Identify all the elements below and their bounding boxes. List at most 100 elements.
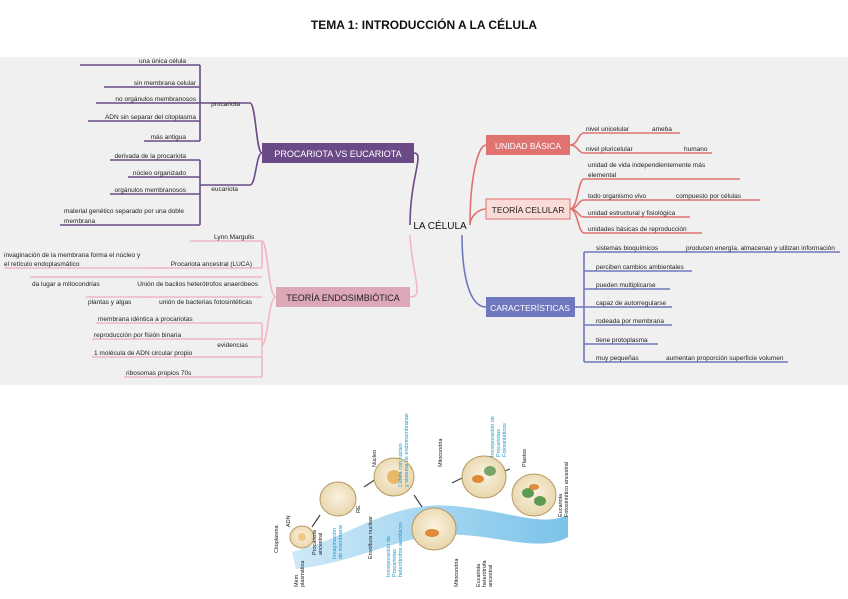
eucariota-foto-label: Eucariota <box>558 493 564 517</box>
mitocondria-bottom-label: Mitocondria <box>454 558 460 587</box>
evidencia-item: ribosomas propios 70s <box>126 370 192 377</box>
evolution-arrow <box>292 505 568 569</box>
unidad-detail: humano <box>684 146 708 153</box>
mitochondria-cell <box>461 455 507 499</box>
adn-label: ADN <box>286 515 292 527</box>
procariota-connectors <box>60 64 419 226</box>
eucariota-branch-label: eucariota <box>211 186 238 193</box>
endosymbiosis-illustration: Citoplasma ADN Mem. plasmática Procariot… <box>274 413 570 587</box>
invagination-cell <box>319 481 357 517</box>
evidencia-item: 1 molécula de ADN circular propio <box>94 350 193 357</box>
fotosintetico-label: Fotosintético ancestral <box>564 462 570 517</box>
procariota-item: una única célula <box>139 58 186 65</box>
mitochondrion-icon <box>425 529 439 537</box>
endosymbiosis-figure: Citoplasma ADN Mem. plasmática Procariot… <box>272 387 576 593</box>
eucariota-item: núcleo organizado <box>133 170 187 177</box>
procariota-ancestral-label-2: ancestral <box>318 533 324 555</box>
procariota-ancestral-label: Procariota <box>312 529 318 555</box>
eucariota-item: membrana <box>64 218 95 225</box>
luca-detail: el retículo endoplasmático <box>4 261 80 268</box>
luca-item: Procariota ancestral (LUCA) <box>171 261 252 268</box>
nucleus-icon <box>387 470 401 484</box>
incorporacion-a-label: Incorporación de <box>386 536 392 577</box>
plastid-icon <box>484 466 496 476</box>
teoria-item: todo organismo vivo <box>588 193 647 200</box>
evidencia-item: reproducción por fisión binaria <box>94 332 181 339</box>
bacilos-item: Unión de bacilos heterótrofos anaeróbeos <box>137 281 258 288</box>
dna-icon <box>298 533 306 541</box>
unidad-basica-label: UNIDAD BÁSICA <box>495 141 561 151</box>
procariota-eucariota-label: PROCARIOTA VS EUCARIOTA <box>274 149 401 159</box>
caracteristica-item: pueden multiplicarse <box>596 282 656 289</box>
incorporacion-b-label: Incorporación de <box>490 416 496 457</box>
sistema-label: y sistema de endomembranas <box>404 413 410 487</box>
evidencia-item: membrana idéntica a procariotas <box>98 316 193 323</box>
heterotrofos-label: heterótrofos aeróbicos <box>398 522 404 577</box>
evidencias-branch-label: evidencias <box>217 342 248 349</box>
photosynthetic-eukaryote-cell <box>511 473 557 517</box>
eucariota-item: material genético separado por una doble <box>64 208 184 215</box>
right-red-connectors <box>469 132 760 234</box>
teoria-item: unidad de vida independientemente más <box>588 162 706 169</box>
bacilos-detail: da lugar a mitocondrias <box>32 281 100 288</box>
caracteristica-item: perciben cambios ambientales <box>596 264 685 271</box>
heterotrofa-label: heterótrofa <box>482 559 488 587</box>
unidad-item: nivel unicelular <box>586 126 630 133</box>
celula-nucleo-label: Célula con núcleo <box>398 443 404 487</box>
mem-label: Mem. <box>294 573 300 587</box>
eucariota-het-label: Eucariota <box>476 563 482 587</box>
unidad-item: nivel pluricelular <box>586 146 633 153</box>
procariotas-a-label: Procariotas <box>392 549 398 577</box>
endosimbiotica-label: TEORÍA ENDOSIMBIÓTICA <box>286 293 400 303</box>
fotosinteticos-label: Fotosintéticos <box>502 423 508 457</box>
caracteristica-item: rodeada por membrana <box>596 318 664 325</box>
endosimbiotica-connectors <box>4 234 418 378</box>
caracteristica-item: tiene protoplasma <box>596 337 648 344</box>
fotosinteticas-detail: plantas y algas <box>88 299 132 306</box>
procariota-item: más antigua <box>151 134 187 141</box>
procariota-branch-label: procariota <box>211 101 240 108</box>
invaginacion-label: Invaginación <box>332 528 338 559</box>
plastid-icon <box>522 488 534 498</box>
caracteristicas-connectors <box>461 234 840 363</box>
caracteristica-item: sistemas bioquímicos <box>596 245 659 252</box>
luca-detail: invaginación de la membrana forma el núc… <box>4 252 141 259</box>
procariota-item: no orgánulos membranosos <box>115 96 196 103</box>
eucariota-item: derivada de la procariota <box>114 153 186 160</box>
unidad-detail: ameba <box>652 126 672 133</box>
ancestral-b-label: ancestral <box>488 565 494 587</box>
caracteristica-detail: producen energía, almacenan y utilizan i… <box>686 245 835 252</box>
teoria-item: elemental <box>588 172 617 179</box>
teoria-detail: compuesto por células <box>676 193 742 200</box>
plasmatica-label: plasmática <box>300 560 306 587</box>
caracteristicas-node[interactable] <box>486 297 575 317</box>
re-label: RE <box>356 505 362 513</box>
caracteristica-item: capaz de autorregularse <box>596 300 666 307</box>
plastos-label: Plastos <box>522 449 528 467</box>
caracteristica-detail: aumentan proporción superficie volumen <box>666 355 784 362</box>
de-membrana-label: de membrana <box>338 524 344 559</box>
heterotrophic-eukaryote-cell <box>411 507 457 551</box>
procariota-item: sin membrana celular <box>134 80 197 87</box>
teoria-celular-label: TEORÍA CELULAR <box>492 205 565 215</box>
center-node-label[interactable]: LA CÉLULA <box>413 219 467 232</box>
mind-map: PROCARIOTA VS EUCARIOTA TEORÍA ENDOSIMBI… <box>0 57 848 385</box>
procariota-eucariota-node[interactable] <box>262 143 414 163</box>
unidad-basica-node[interactable] <box>486 135 570 155</box>
plastid-icon <box>534 496 546 506</box>
fotosinteticas-item: unión de bacterias fotosintéticas <box>159 299 253 306</box>
caracteristica-item: muy pequeñas <box>596 355 639 362</box>
mind-map-canvas: PROCARIOTA VS EUCARIOTA TEORÍA ENDOSIMBI… <box>4 58 840 378</box>
mitocondria-top-label: Mitocondria <box>438 438 444 467</box>
endosimbiotica-node[interactable] <box>276 287 410 307</box>
teoria-celular-node[interactable] <box>485 198 571 220</box>
teoria-item: unidad estructural y fisiológica <box>588 210 675 217</box>
teoria-item: unidades básicas de reproducción <box>588 226 687 233</box>
eucariota-item: orgánulos membranosos <box>114 187 186 194</box>
page-title: TEMA 1: INTRODUCCIÓN A LA CÉLULA <box>310 18 538 32</box>
mitochondrion-icon <box>472 475 484 483</box>
mitochondrion-icon <box>529 484 539 490</box>
citoplasma-label: Citoplasma <box>274 525 280 553</box>
procariotas-b-label: Procariotas <box>496 429 502 457</box>
envoltura-label: Envoltura nuclear <box>368 516 374 559</box>
